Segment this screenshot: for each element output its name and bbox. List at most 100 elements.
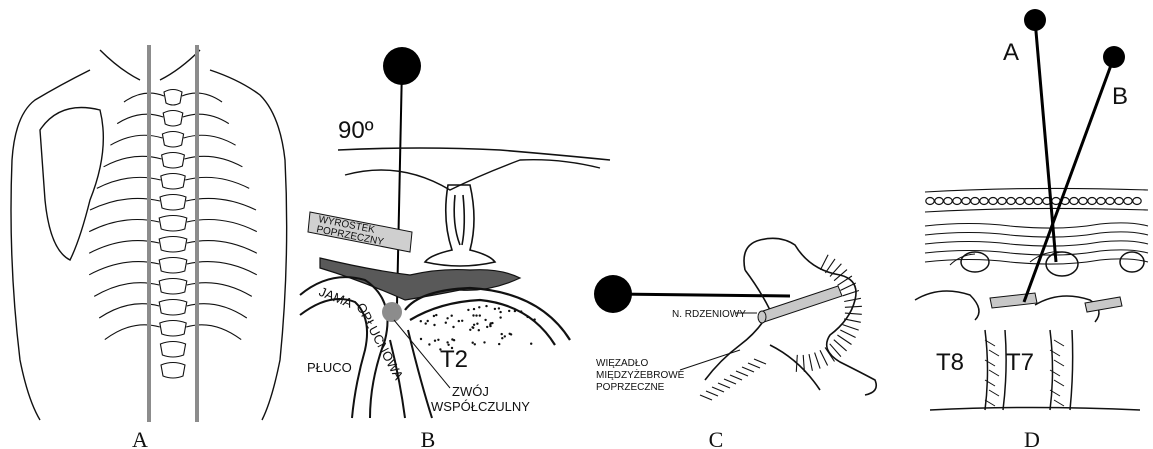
vertebra-a [162, 132, 183, 148]
stipple-dot [498, 343, 500, 345]
stipple-dot [452, 326, 454, 328]
fat-lobule [1007, 198, 1015, 205]
fat-lobule [1133, 198, 1141, 205]
fat-lobule [1097, 198, 1105, 205]
hatch-stroke [754, 359, 766, 364]
needle-a-label: A [1003, 39, 1019, 66]
stipple-dot [533, 318, 535, 320]
detail-stroke [1054, 400, 1064, 406]
needle-a-hub [1024, 9, 1046, 31]
stipple-dot [509, 333, 511, 335]
fat-lobule [971, 198, 979, 205]
stipple-dot [437, 339, 439, 341]
vertebra-a [159, 216, 187, 232]
fat-lobule [1115, 198, 1123, 205]
hatch-stroke [837, 335, 851, 345]
stipple-dot [479, 314, 481, 316]
vertebral-column [89, 90, 257, 379]
rib-shading-d [990, 293, 1037, 308]
stipple-dot [434, 340, 436, 342]
hatch-stroke [712, 387, 724, 392]
stipple-dot [474, 343, 476, 345]
hatch-stroke [809, 354, 812, 371]
hatch-stroke [736, 371, 748, 376]
stipple-dot [420, 320, 422, 322]
vertebra-label-t2: T2 [440, 346, 468, 373]
vertebra-label-t8: T8 [936, 349, 964, 376]
panel-c: N. RDZENIOWY WIĘZADŁO MIĘDZYŻEBROWE POPR… [594, 238, 876, 449]
lung-label: PŁUCO [307, 360, 352, 375]
panel-d: A B T8 T7 D [915, 9, 1148, 449]
ligament-label-1: WIĘZADŁO [596, 358, 648, 369]
stipple-dot [461, 320, 463, 322]
stipple-dot [428, 343, 430, 345]
subcutaneous-fat [926, 198, 1141, 205]
hatch-stroke [841, 283, 856, 290]
vertebra-a [160, 342, 185, 358]
stipple-dot [504, 335, 506, 337]
fat-lobule [1034, 198, 1042, 205]
stipple-dot [476, 323, 478, 325]
stipple-dot [499, 311, 501, 313]
fat-lobule [1016, 198, 1024, 205]
rib-right-a [185, 177, 249, 188]
hatch-stroke [844, 298, 861, 301]
vertebra-a [164, 90, 182, 106]
detail-stroke [1050, 370, 1060, 376]
fat-lobule [1124, 198, 1132, 205]
stipple-dot [475, 314, 477, 316]
vertebra-a [161, 174, 185, 190]
caption-b: B [421, 427, 436, 449]
skin-line [338, 148, 610, 160]
vertebral-body [405, 288, 570, 345]
detail-stroke [1054, 380, 1064, 386]
vertebra-label-t7: T7 [1006, 349, 1034, 376]
caption-a: A [132, 427, 148, 449]
needle-b-hub [1103, 46, 1125, 68]
stipple-dot [491, 322, 493, 324]
stipple-dot [446, 341, 448, 343]
stipple-dot [501, 337, 503, 339]
hatch-stroke [845, 313, 862, 314]
stipple-dot [433, 315, 435, 317]
spinal-nerve [758, 286, 842, 323]
caption-c: C [709, 427, 724, 449]
hatch-stroke [724, 379, 736, 384]
hatch-stroke [840, 330, 855, 338]
hatch-stroke [742, 367, 754, 372]
fat-lobule [962, 198, 970, 205]
detail-stroke [985, 360, 995, 366]
hatch-stroke [815, 353, 821, 369]
muscle-line-d [925, 250, 1148, 255]
hatch-stroke [834, 270, 847, 281]
hatch-stroke [730, 375, 742, 380]
vertebra-a [159, 300, 187, 316]
ligament-label-2: MIĘDZYŻEBROWE [596, 368, 685, 381]
fat-lobule [989, 198, 997, 205]
fat-lobule [1070, 198, 1078, 205]
stipple-dot [486, 326, 488, 328]
fat-lobule [944, 198, 952, 205]
stipple-dot [530, 343, 532, 345]
stipple-dot [467, 309, 469, 311]
rib-left-a [117, 114, 163, 123]
stipple-dot [520, 310, 522, 312]
stipple-dot [514, 310, 516, 312]
detail-stroke [1054, 340, 1064, 346]
fat-lobule [926, 198, 934, 205]
stipple-dot [508, 310, 510, 312]
stipple-dot [458, 320, 460, 322]
cavity-label: JAMA [317, 284, 355, 311]
transverse-process: WYROSTEK POPRZECZNY [308, 212, 412, 252]
fat-bottom-line-d [925, 208, 1148, 212]
hatch-stroke [700, 395, 712, 400]
stipple-dot [427, 320, 429, 322]
rib-right-a [184, 156, 242, 166]
rib-right-a [184, 135, 236, 145]
muscle-contour [345, 160, 600, 190]
needle-shaft-c [613, 294, 790, 296]
stipple-dot [446, 317, 448, 319]
hatch-stroke [825, 347, 834, 361]
stipple-dot [499, 316, 501, 318]
